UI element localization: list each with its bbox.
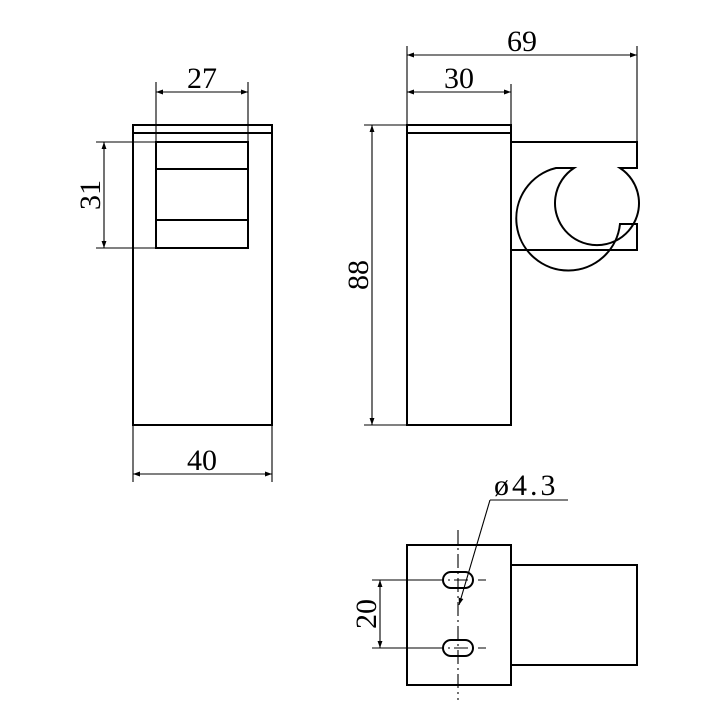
dimension-body-height-label: 88 — [342, 260, 375, 290]
dimension-insert-width-label: 27 — [187, 62, 217, 95]
dimension-body-height: 88 — [342, 124, 407, 426]
dimension-body-depth-label: 30 — [444, 62, 474, 95]
bottom-plate-outline — [406, 544, 512, 686]
front-view: 27 31 40 — [74, 62, 273, 482]
dimension-insert-height-label: 31 — [74, 180, 107, 210]
dimension-insert-width: 27 — [155, 62, 249, 142]
dimension-insert-height: 31 — [74, 141, 156, 249]
dimension-body-width: 40 — [132, 425, 273, 482]
side-view: 69 30 88 — [342, 25, 640, 426]
front-body-outline — [132, 124, 273, 426]
dimension-body-depth: 30 — [407, 62, 512, 125]
dimension-body-width-label: 40 — [187, 444, 217, 477]
bottom-arm-outline — [510, 564, 638, 666]
dimension-hole-spacing: 20 — [350, 579, 443, 649]
dimension-overall-depth-label: 69 — [507, 25, 537, 58]
side-hook-outline — [511, 141, 640, 272]
dimension-hole-spacing-label: 20 — [350, 599, 383, 629]
side-body-outline — [406, 124, 512, 426]
dimension-overall-depth: 69 — [406, 25, 638, 142]
front-insert-outline — [155, 141, 249, 249]
dimension-hole-diameter: ø4.3 — [458, 469, 568, 606]
dimension-hole-diameter-label: ø4.3 — [494, 469, 559, 502]
bottom-view: 20 ø4.3 — [350, 469, 638, 700]
